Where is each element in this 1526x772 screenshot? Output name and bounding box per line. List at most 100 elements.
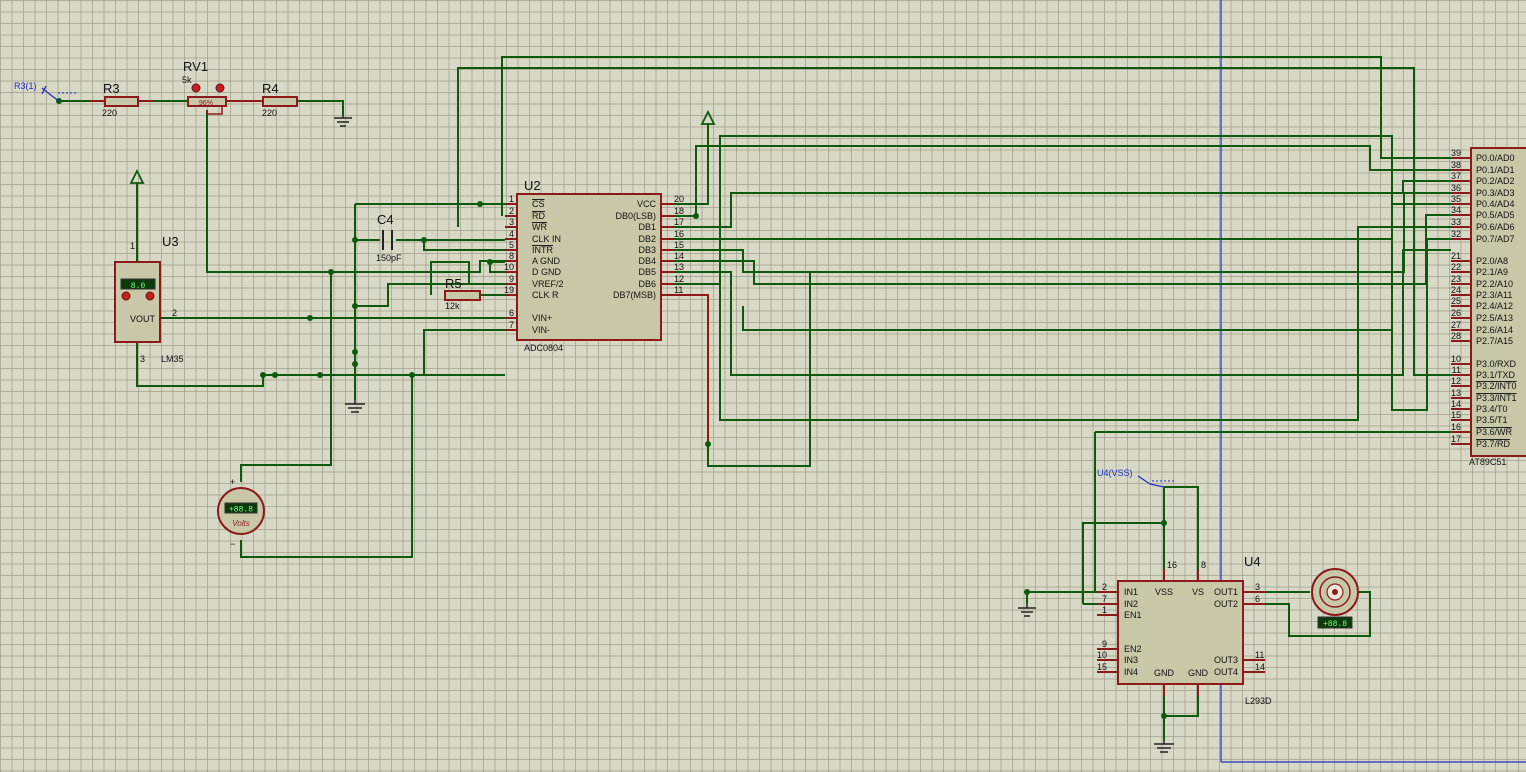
mcu-pin-number: 26 [1451,308,1461,318]
capacitor-c4[interactable]: C4 150pF [376,212,402,263]
u2-pin-name: INTR [532,245,553,255]
u3-display-value: 8.0 [131,282,146,291]
u2-pin-name: DB3 [638,245,656,255]
db7-wire [660,294,709,444]
mcu-pin-name: P2.2/A10 [1476,279,1513,289]
mcu-pin-number: 24 [1451,285,1461,295]
r4-ref: R4 [262,81,279,96]
u4-pin-name: GND [1154,668,1175,678]
u4-pin-number: 8 [1201,560,1206,570]
u4-pin-name: OUT4 [1214,667,1238,677]
mcu-pin-name: P3.4/T0 [1476,404,1508,414]
u4-pin-name: OUT2 [1214,599,1238,609]
dc-motor[interactable]: +88.8 [1311,568,1359,629]
potentiometer-rv1[interactable]: 96% RV1 5k [182,59,248,115]
u3-increment-button[interactable] [145,291,155,301]
u2-pin-number: 10 [504,262,514,272]
sensor-u3-lm35[interactable]: 8.0 VOUT U3 LM35 1 2 3 [114,234,184,364]
mcu-body [1470,147,1526,457]
u2-pin-number: 14 [674,251,684,261]
mcu-pin-number: 28 [1451,331,1461,341]
r3-value: 220 [102,108,117,118]
u2-pin-name: DB5 [638,267,656,277]
u2-pin-number: 13 [674,262,684,272]
mcu-pin-number: 36 [1451,183,1461,193]
u3-display [120,278,156,290]
resistor-r4[interactable]: R4 220 [248,81,298,118]
mcu-pin-number: 13 [1451,388,1461,398]
u4-pin-name: IN2 [1124,599,1138,609]
u4-pin-number: 6 [1255,594,1260,604]
mcu-pin-number: 38 [1451,160,1461,170]
u3-decrement-button[interactable] [121,291,131,301]
mcu-pin-number: 22 [1451,262,1461,272]
u4-pin-name: EN1 [1124,610,1142,620]
u2-pin-name: RD [532,211,545,221]
u3-part: LM35 [161,354,184,364]
u2-pin-number: 11 [674,285,683,295]
u2-part: ADC0804 [524,343,563,353]
power-arrow-icon [129,168,145,184]
mcu-pin-name: P0.1/AD1 [1476,165,1515,175]
mcu-pin-name: P2.5/A13 [1476,313,1513,323]
voltmeter-plus: + [230,477,235,487]
resistor-r5[interactable]: R5 12k [444,276,481,311]
mcu-pin-name: P3.2/INT0 [1476,381,1517,391]
c4-ref: C4 [377,212,394,227]
terminal-r3[interactable]: R3(1) [14,81,78,102]
mcu-pin-name: P3.6/WR [1476,427,1513,437]
u3-vout-label: VOUT [130,314,156,324]
junctions [56,98,1167,719]
u2-pin-name: VIN- [532,325,550,335]
mcu-pin-number: 25 [1451,296,1461,306]
u4-pin-number: 3 [1255,582,1260,592]
u2-pin-number: 2 [509,206,514,216]
r5-body [444,290,481,301]
mcu-pin-name: P3.5/T1 [1476,415,1508,425]
u4-pin-name: IN1 [1124,587,1138,597]
u2-pin-name: CLK IN [532,234,561,244]
mcu-pin-number: 11 [1452,365,1461,375]
mcu-pin-name: P0.2/AD2 [1476,176,1515,186]
mcu-pin-number: 27 [1451,320,1461,330]
u4-pin-name: VS [1192,587,1204,597]
mcu-pin-name: P2.1/A9 [1476,267,1508,277]
u4-pin-number: 11 [1255,650,1264,660]
ground-icon [1154,740,1174,753]
mcu-pin-number: 35 [1451,194,1461,204]
mcu-pin-name: P2.3/A11 [1476,290,1512,300]
probe-icon [41,85,60,102]
u4-ref: U4 [1244,554,1261,569]
u2-pin-name: VIN+ [532,313,552,323]
u2-pin-name: DB4 [638,256,656,266]
u2-pin-number: 6 [509,308,514,318]
rv1-increment-button[interactable] [215,83,225,93]
u2-pin-number: 20 [674,194,684,204]
u4-pin-number: 16 [1167,560,1177,570]
motor-ring [1319,576,1351,608]
u2-pin-number: 15 [674,240,684,250]
terminal-r3-label: R3(1) [14,81,37,91]
u4-pin-number: 14 [1255,662,1265,672]
probe-icon-2 [1137,475,1165,488]
u4-pin-name: GND [1188,668,1209,678]
terminal-u4vss[interactable]: U4(VSS) [1097,468,1174,488]
rv1-decrement-button[interactable] [191,83,201,93]
voltmeter-unit: Volts [232,519,250,528]
u3-ref: U3 [162,234,179,249]
u2-pin-number: 3 [509,217,514,227]
voltmeter[interactable]: +88.8 Volts + − [217,477,265,549]
ground-icon [334,115,352,127]
r5-ref: R5 [445,276,462,291]
u4-body [1117,580,1244,685]
rv1-wiper [206,106,223,115]
u2-pin-name: CLK R [532,290,559,300]
u4-part: L293D [1245,696,1272,706]
u2-pin-number: 7 [509,320,514,330]
resistor-r3[interactable]: R3 220 [90,81,153,118]
